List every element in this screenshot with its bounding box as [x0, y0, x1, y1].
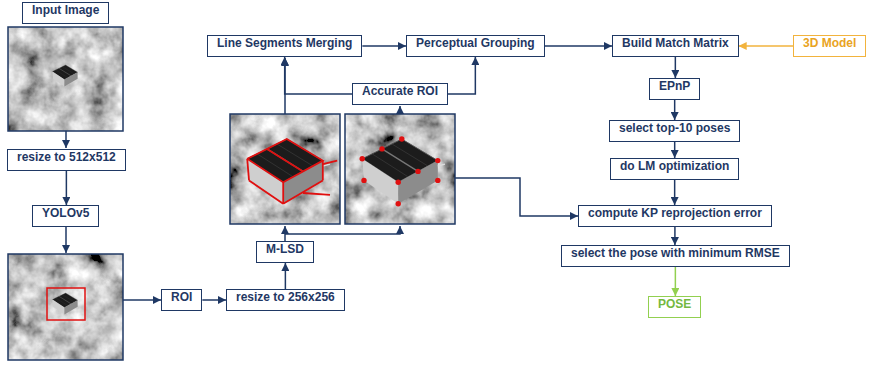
line-segment-image	[230, 114, 340, 224]
flow-arrow	[674, 100, 676, 120]
satellite	[52, 65, 80, 87]
line-segments	[247, 139, 337, 204]
process-box: select top-10 poses	[609, 120, 740, 142]
cloud-background	[8, 254, 123, 360]
process-box: select the pose with minimum RMSE	[561, 245, 790, 267]
detection-image	[8, 254, 123, 360]
arrow	[65, 131, 67, 148]
node-label: Build Match Matrix	[622, 36, 729, 50]
node-label: POSE	[658, 297, 691, 311]
node-label: Accurate ROI	[362, 84, 438, 98]
process-box: YOLOv5	[32, 205, 99, 227]
flow-arrow	[448, 57, 475, 94]
process-box: resize to 512x512	[7, 149, 126, 171]
detection-box	[47, 288, 85, 320]
keypoints	[360, 136, 441, 206]
satellite	[52, 293, 80, 315]
process-box: EPnP	[649, 78, 700, 100]
node-label: resize to 256x256	[236, 290, 335, 304]
process-box: Perceptual Grouping	[406, 35, 545, 57]
arrow	[65, 227, 67, 253]
flow-arrow	[202, 299, 226, 301]
node-label: select top-10 poses	[619, 121, 730, 135]
process-box: do LM optimization	[610, 158, 739, 180]
arrow	[123, 299, 161, 301]
arrow	[399, 106, 401, 114]
cloud-background	[345, 114, 455, 224]
flow-arrow	[674, 227, 676, 245]
node-label: Line Segments Merging	[217, 36, 352, 50]
node-label: compute KP reprojection error	[588, 206, 762, 220]
flow-arrow	[285, 263, 287, 289]
flow-arrow	[362, 45, 406, 47]
flow-arrow	[66, 171, 68, 205]
node-label: Perceptual Grouping	[416, 36, 535, 50]
node-label: ROI	[171, 290, 192, 304]
output-box: POSE	[648, 296, 701, 318]
node-label: Input Image	[32, 3, 99, 17]
arrow	[285, 226, 400, 234]
image-arrows	[66, 58, 578, 300]
process-box: Build Match Matrix	[612, 35, 739, 57]
satellite	[247, 139, 330, 204]
image-frame	[345, 114, 455, 224]
node-label: 3D Model	[803, 36, 856, 50]
node-label: resize to 512x512	[17, 150, 116, 164]
keypoint-image	[345, 114, 455, 224]
image-frame	[230, 114, 340, 224]
label-box: Input Image	[22, 2, 109, 24]
flow-arrow	[675, 57, 677, 78]
node-label: do LM optimization	[620, 159, 729, 173]
node-label: select the pose with minimum RMSE	[571, 246, 780, 260]
process-box: ROI	[161, 289, 202, 311]
arrow	[455, 178, 578, 216]
process-box: Accurate ROI	[352, 83, 448, 105]
process-box: M-LSD	[256, 241, 314, 263]
node-label: EPnP	[659, 79, 690, 93]
flow-arrow	[739, 45, 793, 47]
process-box: resize to 256x256	[226, 289, 345, 311]
process-box: Line Segments Merging	[207, 35, 362, 57]
input-image	[8, 27, 123, 131]
node-label: M-LSD	[266, 242, 304, 256]
cloud-background	[8, 27, 123, 131]
cloud-background	[230, 114, 340, 224]
image-frame	[8, 254, 123, 360]
flow-arrow	[285, 57, 352, 94]
satellite	[362, 139, 445, 204]
process-box: compute KP reprojection error	[578, 205, 772, 227]
node-label: YOLOv5	[42, 206, 89, 220]
flow-arrow	[675, 267, 677, 296]
flow-arrow	[674, 180, 676, 205]
flow-arrow	[545, 45, 612, 47]
flow-arrow	[674, 142, 676, 158]
input-box: 3D Model	[793, 35, 866, 57]
image-frame	[8, 27, 123, 131]
